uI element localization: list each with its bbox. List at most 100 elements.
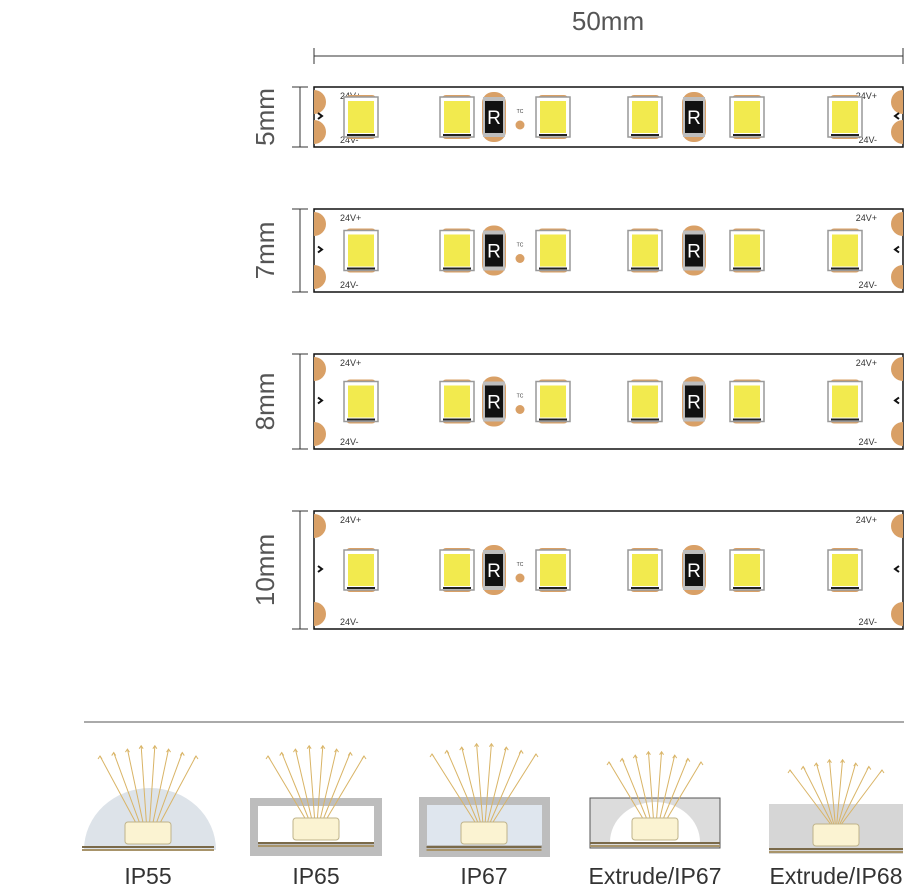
led-chip [729, 95, 765, 139]
light-ray [446, 750, 482, 831]
solder-pad [891, 265, 903, 289]
minus-label-right: 24V- [858, 617, 877, 627]
resistor-mark: R [687, 108, 701, 129]
led-chip [439, 95, 475, 139]
solder-pad [891, 212, 903, 236]
strip-variants: 5mm24V+24V-24V+24V-RRTC7mm24V+24V-24V+24… [250, 86, 904, 630]
strip-body [313, 510, 904, 630]
light-ray [485, 747, 507, 831]
solder-pad [314, 422, 326, 446]
solder-pad [891, 602, 903, 626]
led-chip [827, 95, 863, 139]
solder-pad [314, 90, 326, 114]
light-ray [836, 759, 844, 827]
plus-label-right: 24V+ [856, 515, 877, 525]
tc-label: TC [517, 109, 524, 115]
minus-label-left: 24V- [340, 617, 359, 627]
led-chip [343, 95, 379, 139]
strip-body [313, 208, 904, 293]
led-chip-profile [631, 817, 679, 841]
strip-body [313, 353, 904, 450]
led-chip [535, 379, 571, 424]
led-chip [535, 548, 571, 592]
minus-label-left: 24V- [340, 135, 359, 145]
resistor-mark: R [487, 242, 501, 263]
tc-label: TC [517, 394, 524, 400]
light-ray [316, 745, 324, 831]
led-chip [729, 228, 765, 273]
solder-pad [314, 212, 326, 236]
minus-label-left: 24V- [340, 437, 359, 447]
resistor-mark: R [487, 393, 501, 414]
led-chip [729, 379, 765, 424]
led-chip [439, 228, 475, 273]
light-ray [308, 745, 316, 831]
tc-pad [515, 573, 525, 583]
strip-width-label: 5mm [250, 88, 280, 146]
light-ray [281, 752, 314, 831]
ip-ip65: IP65 [250, 744, 382, 887]
led-chip-profile [292, 817, 340, 841]
resistor: R [482, 376, 506, 427]
solder-pad [314, 357, 326, 381]
length-dimension: 50mm [313, 6, 904, 64]
resistor: R [682, 376, 706, 427]
light-ray [486, 750, 522, 831]
resistor-mark: R [687, 393, 701, 414]
solder-pad [314, 265, 326, 289]
ip-label: IP65 [292, 863, 339, 887]
minus-label-right: 24V- [858, 280, 877, 290]
solder-pad [891, 514, 903, 538]
led-chip [627, 379, 663, 424]
solder-pad [314, 514, 326, 538]
light-ray [815, 763, 835, 827]
led-chip [343, 228, 379, 273]
led-chip [729, 548, 765, 592]
ip-label: IP55 [124, 863, 171, 887]
minus-label-right: 24V- [858, 135, 877, 145]
light-ray [461, 747, 483, 831]
tc-label: TC [517, 562, 524, 568]
light-ray [837, 763, 857, 827]
led-chip-profile [812, 823, 860, 847]
light-ray [431, 753, 481, 831]
strip-width-label: 8mm [250, 373, 280, 431]
led-chip [439, 548, 475, 592]
led-chip [827, 548, 863, 592]
tc-pad [515, 405, 525, 414]
tc-pad [515, 254, 525, 263]
led-chip [627, 95, 663, 139]
plus-label-right: 24V+ [856, 213, 877, 223]
plus-label-left: 24V+ [340, 515, 361, 525]
light-ray [318, 752, 351, 831]
light-ray [828, 759, 836, 827]
strip-body [313, 86, 904, 148]
led-chip [627, 228, 663, 273]
solder-pad [314, 602, 326, 626]
led-chip [343, 548, 379, 592]
ip-extrude-ip67: Extrude/IP67 [589, 750, 722, 887]
tc-pad [515, 120, 525, 130]
plus-label-right: 24V+ [856, 358, 877, 368]
ip-rating-row: IP55 IP65 IP67 Extrude/IP67 Extrude/IP68 [82, 742, 903, 887]
led-chip [439, 379, 475, 424]
led-chip [627, 548, 663, 592]
solder-pad [891, 357, 903, 381]
ip-extrude-ip68: Extrude/IP68 [769, 758, 903, 887]
light-ray [317, 749, 338, 831]
plus-label-left: 24V+ [340, 213, 361, 223]
led-chip [827, 379, 863, 424]
light-ray [476, 743, 484, 831]
ip-label: Extrude/IP68 [770, 863, 903, 887]
light-ray [487, 753, 537, 831]
led-chip [827, 228, 863, 273]
plus-label-left: 24V+ [340, 358, 361, 368]
resistor-mark: R [487, 561, 501, 582]
ip-label: Extrude/IP67 [589, 863, 722, 887]
ip-label: IP67 [460, 863, 507, 887]
resistor-mark: R [687, 242, 701, 263]
